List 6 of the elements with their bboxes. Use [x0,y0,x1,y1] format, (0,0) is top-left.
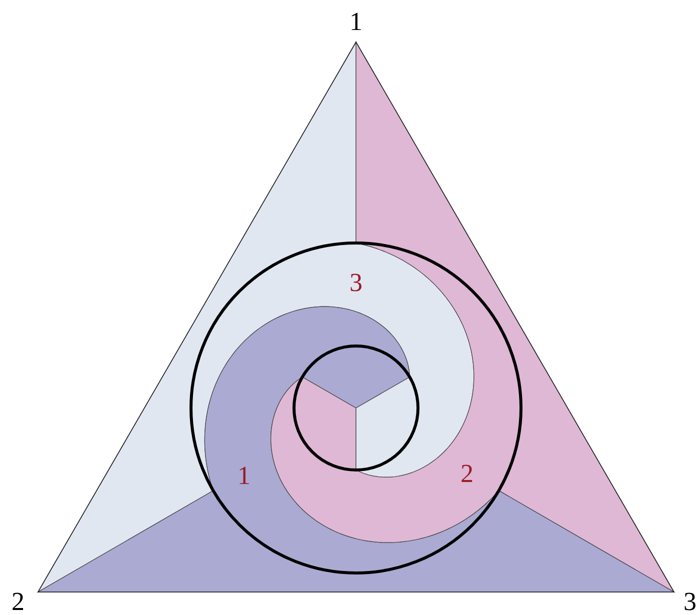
region-number: 3 [350,270,362,296]
vertex-label: 1 [350,9,362,35]
region-number: 1 [238,463,250,489]
vertex-label: 2 [12,589,24,615]
region-number: 2 [460,461,474,487]
vertex-label: 3 [684,589,696,615]
